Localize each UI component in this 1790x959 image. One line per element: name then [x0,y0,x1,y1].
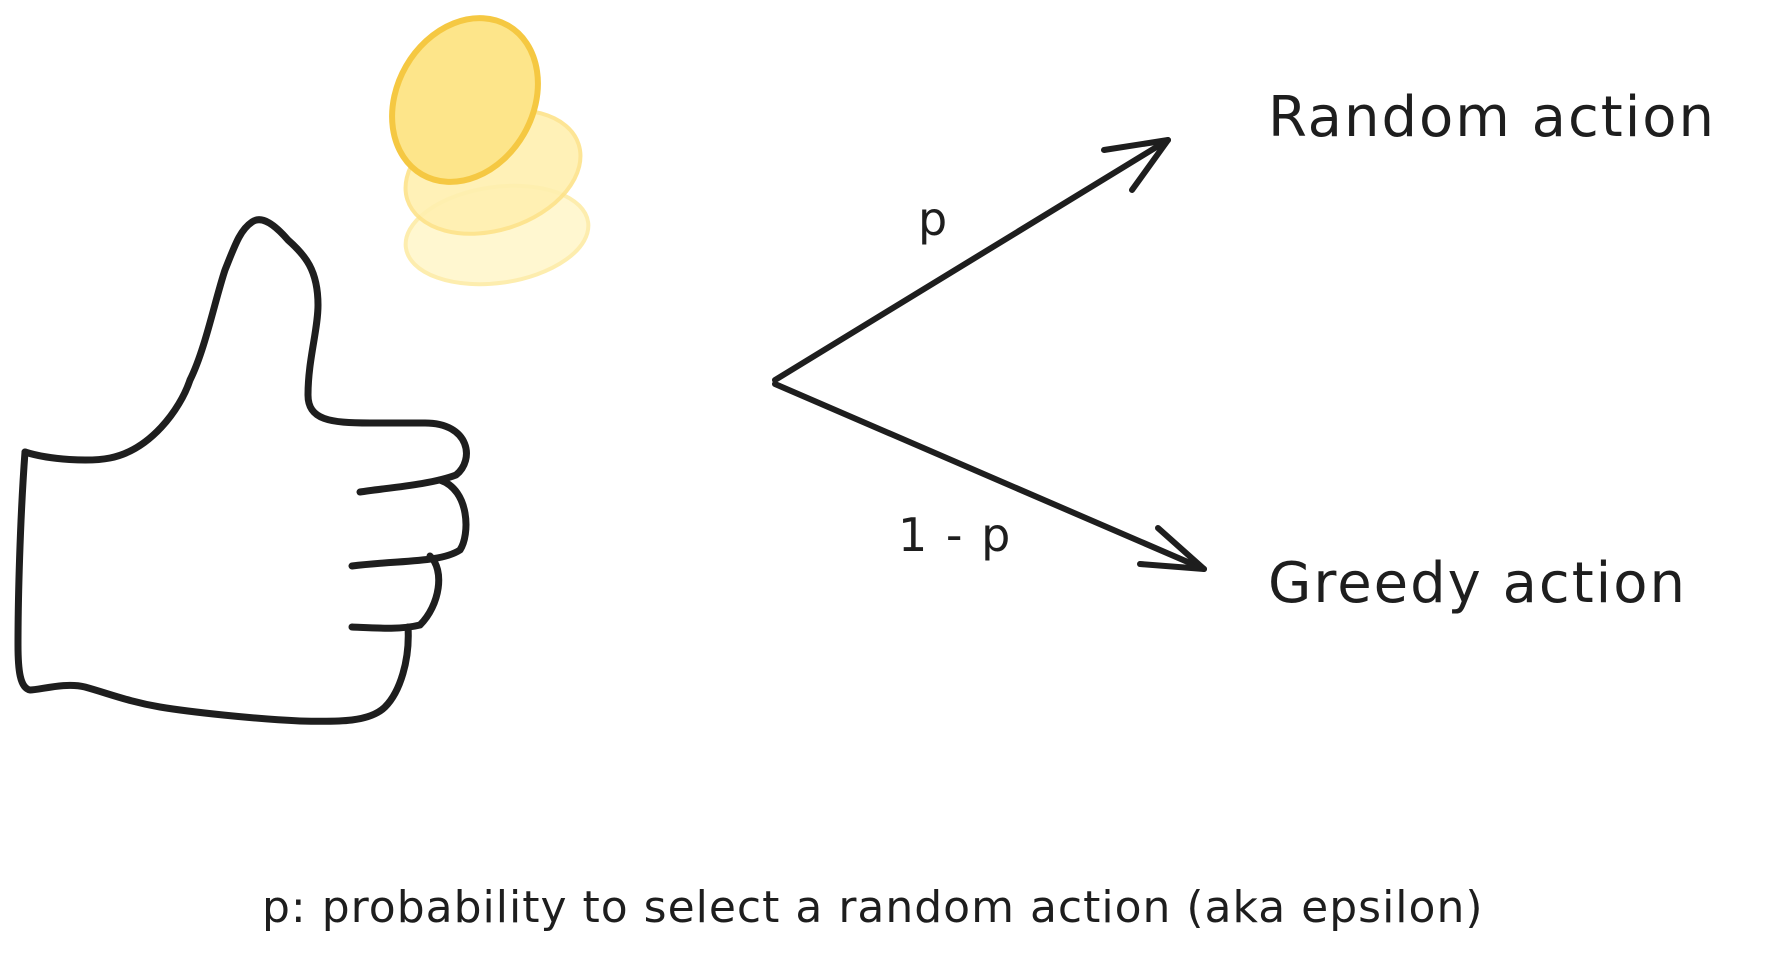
coin-icon [389,15,591,287]
branch-probability-p: p [918,192,948,246]
thumbs-up-finger-3 [348,552,443,632]
thumbs-up-hand-icon [21,216,470,496]
arrow-to-random [772,137,1171,383]
arrow-to-greedy [772,381,1207,572]
thumbs-up-finger-2 [348,476,470,570]
footnote: p: probability to select a random action… [262,882,1484,933]
branch-probability-1-minus-p: 1 - p [898,508,1013,562]
coin-main [389,15,541,185]
greedy-action-label: Greedy action [1268,551,1687,616]
random-action-label: Random action [1268,85,1717,150]
thumbs-up-finger-4-palm [14,448,412,725]
